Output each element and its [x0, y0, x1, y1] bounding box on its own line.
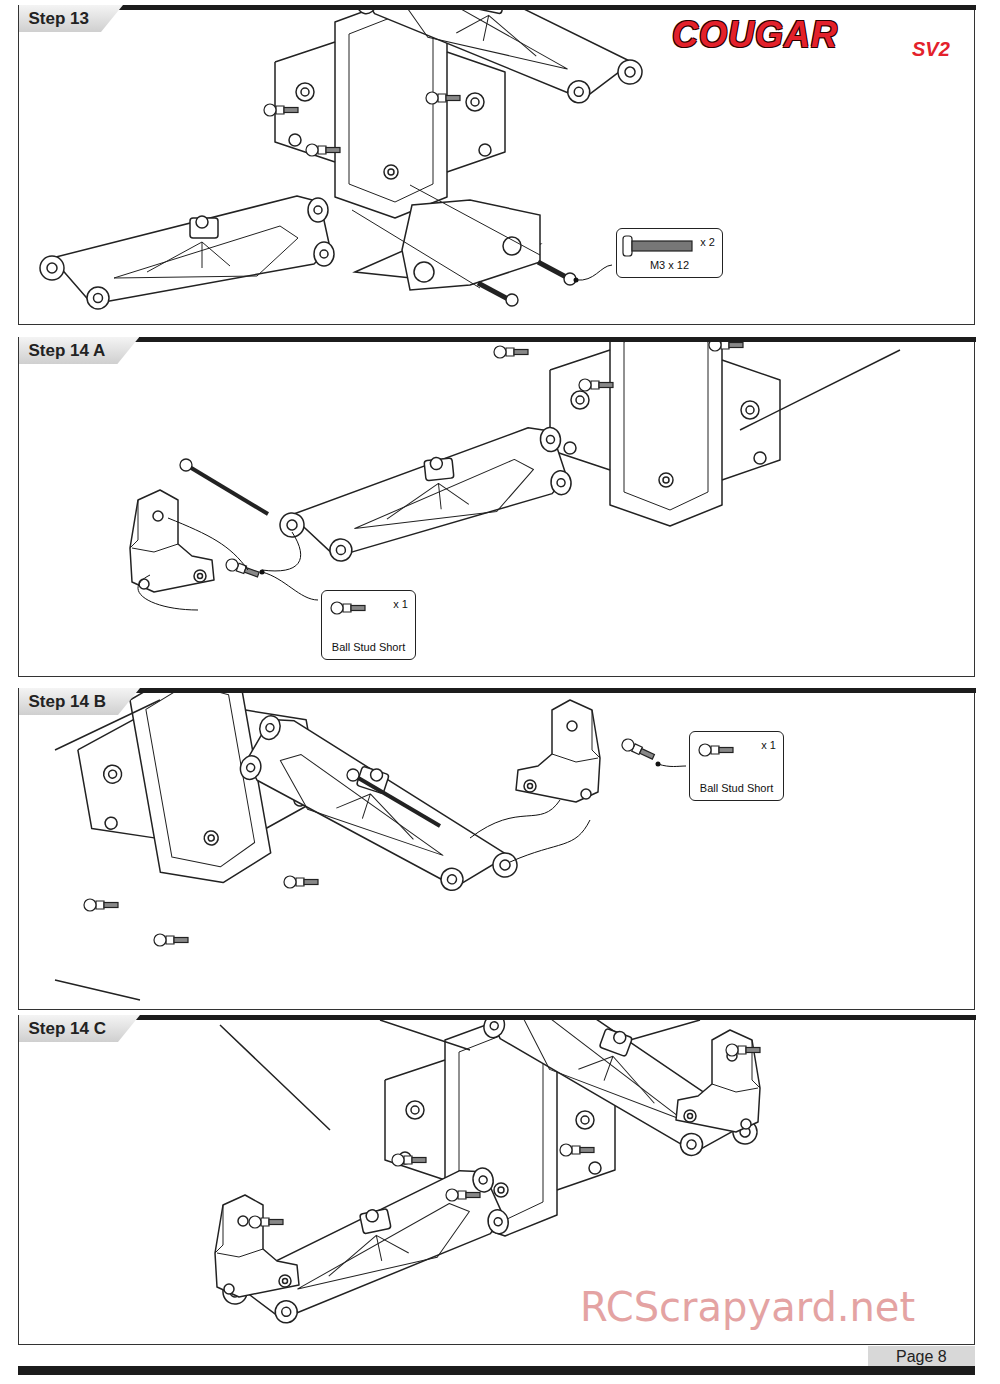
part-name: Ball Stud Short: [692, 782, 781, 795]
panel-top-bar: [18, 688, 976, 693]
step-heading: Step 13: [29, 9, 89, 29]
step-tab: Step 13: [18, 5, 123, 32]
step-tab: Step 14 C: [18, 1015, 140, 1042]
part-quantity: x 1: [761, 739, 776, 751]
step-panel: Step 14 A x 1 Ball Stud Short: [18, 337, 975, 677]
panel-top-bar: [18, 5, 976, 10]
brand-logo: COUGAR: [672, 14, 838, 56]
part-name: M3 x 12: [619, 259, 720, 272]
part-name: Ball Stud Short: [324, 641, 413, 654]
panel-top-bar: [18, 337, 976, 342]
panel-top-bar: [18, 1015, 976, 1020]
page-number: Page 8: [896, 1348, 947, 1366]
parts-callout: x 1 Ball Stud Short: [689, 731, 784, 801]
step-panel: Step 14 B x 1 Ball Stud Short: [18, 688, 975, 1010]
step-heading: Step 14 C: [29, 1019, 106, 1039]
watermark: RCScrapyard.net: [580, 1284, 915, 1330]
part-quantity: x 1: [393, 598, 408, 610]
part-quantity: x 2: [700, 236, 715, 248]
step-tab: Step 14 A: [18, 337, 140, 364]
step-heading: Step 14 B: [29, 692, 106, 712]
step-heading: Step 14 A: [29, 341, 106, 361]
step-tab: Step 14 B: [18, 688, 140, 715]
parts-callout: x 2 M3 x 12: [616, 228, 723, 278]
model-badge: SV2: [912, 38, 950, 61]
parts-callout: x 1 Ball Stud Short: [321, 590, 416, 660]
